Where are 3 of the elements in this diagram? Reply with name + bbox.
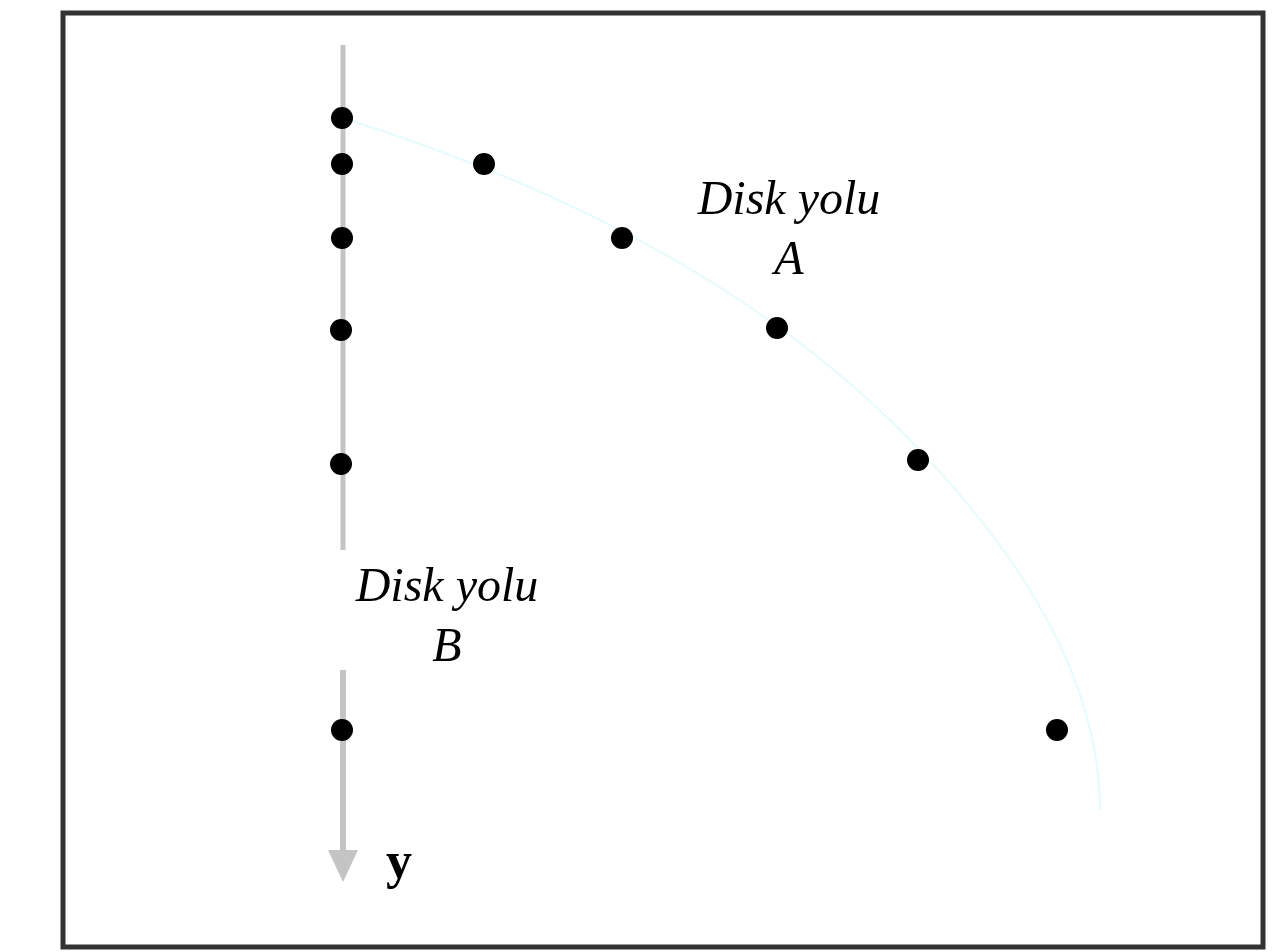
- path-label: Disk yolu A: [696, 170, 882, 286]
- axis-label: y: [386, 831, 412, 891]
- path-label: Disk yolu B: [354, 557, 540, 673]
